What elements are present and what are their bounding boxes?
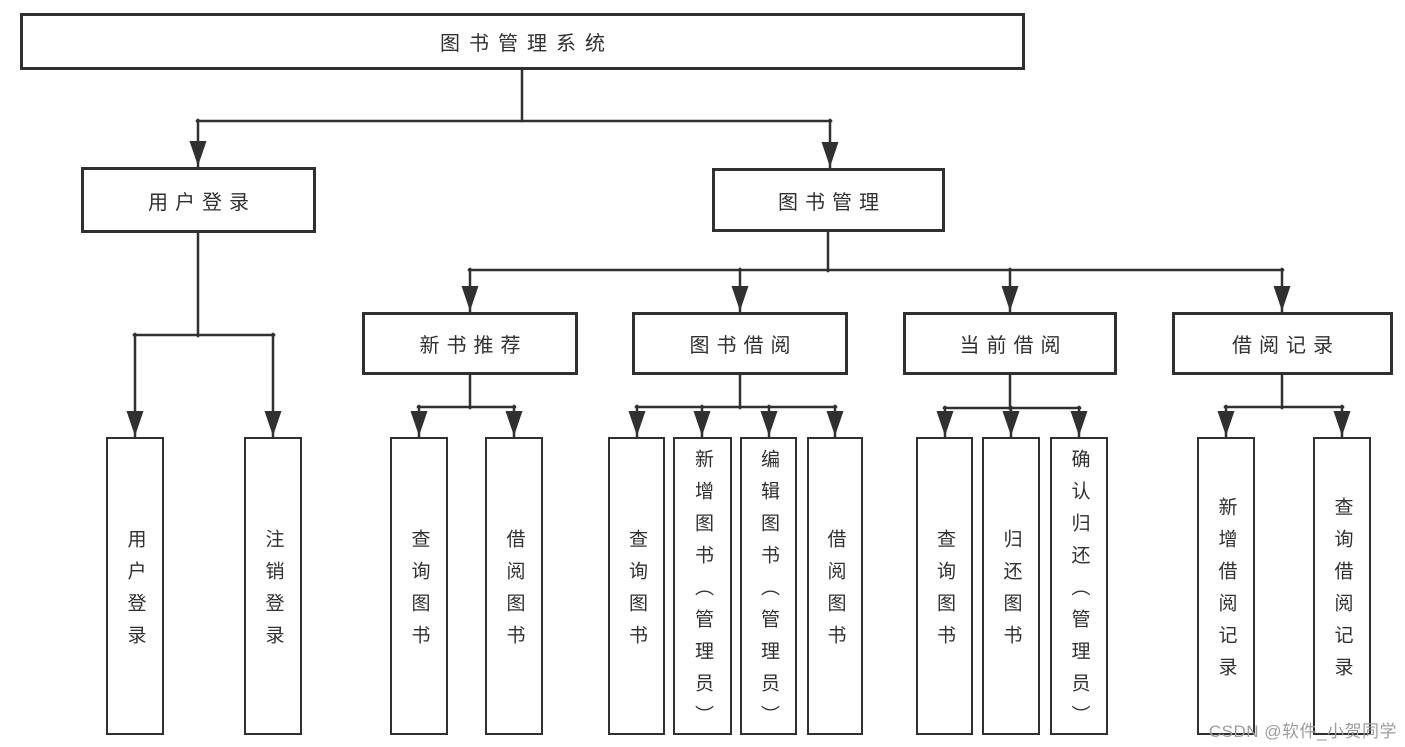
node-label: 当前借阅 bbox=[959, 335, 1068, 357]
node-label: 用户登录 bbox=[148, 191, 256, 214]
node-label: 查询借阅记录 bbox=[1331, 496, 1353, 689]
node-label: 新增图书（管理员） bbox=[692, 448, 713, 737]
node-label: 注销登录 bbox=[262, 528, 284, 657]
node-label: 新增借阅记录 bbox=[1215, 496, 1237, 689]
node-label: 查询图书 bbox=[934, 528, 955, 657]
node-label: 借阅图书 bbox=[503, 528, 525, 657]
node-label: 用户登录 bbox=[124, 528, 146, 657]
node-library-management-system: 图书管理系统 bbox=[20, 13, 1025, 70]
node-label: 图书管理系统 bbox=[440, 33, 614, 55]
node-current-borrowing: 当前借阅 bbox=[903, 312, 1117, 375]
node-book-management: 图书管理 bbox=[712, 168, 945, 232]
node-label: 查询图书 bbox=[408, 528, 430, 657]
node-newbooks-borrow-books: 借阅图书 bbox=[485, 437, 543, 735]
node-borrowing-query-books: 查询图书 bbox=[608, 437, 665, 735]
watermark: CSDN @软件_小贺同学 bbox=[1208, 722, 1397, 741]
node-borrowing-records: 借阅记录 bbox=[1172, 312, 1393, 375]
node-book-borrowing: 图书借阅 bbox=[632, 312, 848, 375]
node-login: 用户登录 bbox=[106, 437, 164, 735]
node-return-books: 归还图书 bbox=[982, 437, 1040, 735]
node-newbooks-query-books: 查询图书 bbox=[390, 437, 448, 735]
node-query-borrow-record: 查询借阅记录 bbox=[1313, 437, 1371, 735]
node-current-query-books: 查询图书 bbox=[916, 437, 973, 735]
node-label: 借阅记录 bbox=[1232, 335, 1340, 357]
node-label: 确认归还（管理员） bbox=[1068, 448, 1090, 737]
node-label: 借阅图书 bbox=[824, 528, 846, 657]
connector-lines bbox=[126, 68, 1351, 438]
node-user-login: 用户登录 bbox=[81, 167, 316, 233]
node-confirm-return-admin: 确认归还（管理员） bbox=[1050, 437, 1108, 737]
node-label: 查询图书 bbox=[626, 528, 647, 657]
node-logout: 注销登录 bbox=[244, 437, 302, 735]
node-add-books-admin: 新增图书（管理员） bbox=[673, 437, 732, 737]
node-label: 图书管理 bbox=[778, 191, 886, 214]
node-label: 归还图书 bbox=[1000, 528, 1022, 657]
node-label: 编辑图书（管理员） bbox=[758, 448, 779, 737]
node-borrowing-borrow-books: 借阅图书 bbox=[807, 437, 863, 735]
node-edit-books-admin: 编辑图书（管理员） bbox=[740, 437, 797, 737]
node-new-book-recommend: 新书推荐 bbox=[362, 312, 578, 375]
node-label: 图书借阅 bbox=[689, 335, 798, 357]
node-add-borrow-record: 新增借阅记录 bbox=[1197, 437, 1255, 735]
node-label: 新书推荐 bbox=[419, 335, 528, 357]
